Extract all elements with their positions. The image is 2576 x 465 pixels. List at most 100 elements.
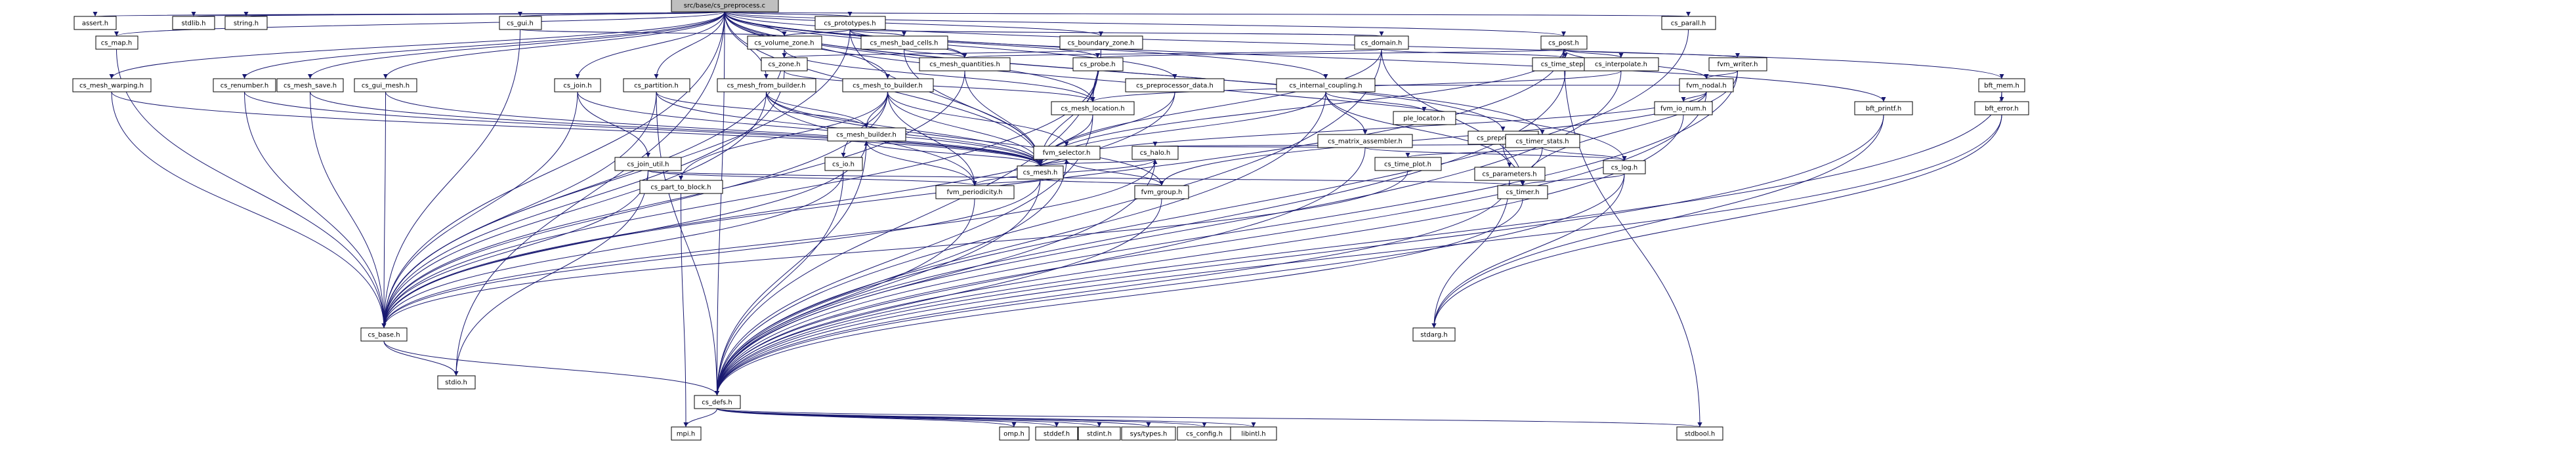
node-box: [1679, 78, 1734, 92]
node-fvm-io-num[interactable]: fvm_io_num.h: [1654, 101, 1713, 115]
node-cs-timer[interactable]: cs_timer.h: [1497, 185, 1548, 199]
edge-cs-prototypes-to-cs-mesh-bad-cells: [849, 29, 906, 37]
edge-cs-post-to-cs-interpolate: [1563, 49, 1624, 58]
edge-cs-internal-coupling-to-cs-parameters: [1325, 91, 1512, 168]
node-box: [1393, 111, 1456, 125]
node-cs-mesh-save[interactable]: cs_mesh_save.h: [276, 78, 344, 92]
edge-cs-mesh-to-builder-to-cs-part-to-block: [679, 91, 888, 181]
node-label: sys/types.h: [1130, 431, 1168, 438]
node-label: cs_mesh_bad_cells.h: [870, 40, 939, 47]
node-cs-log[interactable]: cs_log.h: [1603, 160, 1646, 174]
edge-root-to-cs-gui-mesh: [383, 11, 725, 79]
node-cs-defs[interactable]: cs_defs.h: [694, 395, 741, 409]
node-box: [671, 426, 702, 441]
node-cs-mesh[interactable]: cs_mesh.h: [1017, 165, 1064, 180]
node-cs-join-util[interactable]: cs_join_util.h: [614, 157, 682, 171]
node-cs-part-to-block[interactable]: cs_part_to_block.h: [639, 180, 723, 194]
node-cs-join[interactable]: cs_join.h: [554, 78, 601, 92]
edge-cs-base-to-stdio: [383, 340, 459, 376]
edge-cs-mesh-to-builder-to-cs-mesh-builder: [864, 91, 888, 129]
edge-cs-defs-to-stdint: [717, 408, 1102, 428]
node-label: fvm_nodal.h: [1686, 83, 1726, 90]
node-cs-post[interactable]: cs_post.h: [1540, 35, 1588, 50]
edge-cs-interpolate-to-cs-defs: [715, 70, 1622, 396]
node-cs-prototypes[interactable]: cs_prototypes.h: [814, 16, 886, 30]
edge-cs-post-to-cs-probe: [1095, 49, 1564, 58]
node-cs-domain[interactable]: cs_domain.h: [1354, 35, 1409, 50]
node-box: [1072, 57, 1124, 71]
node-cs-matrix-assembler[interactable]: cs_matrix_assembler.h: [1317, 134, 1413, 148]
node-label: cs_renumber.h: [221, 83, 268, 90]
node-fvm-selector[interactable]: fvm_selector.h: [1033, 146, 1101, 160]
node-cs-probe[interactable]: cs_probe.h: [1072, 57, 1124, 71]
node-cs-volume-zone[interactable]: cs_volume_zone.h: [747, 35, 822, 50]
node-cs-renumber[interactable]: cs_renumber.h: [213, 78, 276, 92]
node-label: cs_halo.h: [1140, 150, 1170, 157]
edge-root-to-cs-gui: [518, 11, 725, 17]
node-cs-partition[interactable]: cs_partition.h: [623, 78, 690, 92]
edge-root-to-cs-prototypes: [724, 11, 853, 17]
node-cs-timer-stats[interactable]: cs_timer_stats.h: [1505, 134, 1580, 148]
node-label: cs_internal_coupling.h: [1289, 83, 1362, 90]
node-box: [437, 375, 476, 390]
node-cs-mesh-bad-cells[interactable]: cs_mesh_bad_cells.h: [860, 35, 948, 50]
edge-cs-boundary-zone-to-cs-zone: [782, 49, 1101, 58]
edge-root-to-string: [245, 11, 725, 17]
node-bft-error[interactable]: bft_error.h: [1974, 101, 2029, 115]
edge-cs-defs-to-libintl: [717, 408, 1256, 428]
node-libintl: libintl.h: [1230, 426, 1277, 441]
node-box: [95, 35, 138, 50]
node-box: [639, 180, 723, 194]
edge-cs-log-to-stdarg: [1431, 173, 1625, 329]
edge-cs-halo-to-fvm-periodicity: [972, 159, 1156, 186]
node-fvm-nodal[interactable]: fvm_nodal.h: [1679, 78, 1734, 92]
node-fvm-periodicity[interactable]: fvm_periodicity.h: [935, 185, 1015, 199]
node-label: assert.h: [82, 20, 108, 28]
edge-bft-mem-to-cs-defs: [715, 91, 2002, 396]
node-cs-interpolate[interactable]: cs_interpolate.h: [1584, 57, 1659, 71]
node-label: cs_mesh_from_builder.h: [727, 83, 806, 90]
node-cs-base[interactable]: cs_base.h: [360, 327, 408, 342]
node-cs-gui[interactable]: cs_gui.h: [499, 16, 542, 30]
edge-cs-partition-to-cs-base: [381, 91, 657, 329]
node-box: [1035, 426, 1078, 441]
node-cs-mesh-location[interactable]: cs_mesh_location.h: [1051, 101, 1135, 115]
node-label: src/base/cs_preprocess.c: [684, 3, 765, 10]
node-fvm-writer[interactable]: fvm_writer.h: [1708, 57, 1767, 71]
node-bft-mem[interactable]: bft_mem.h: [1978, 78, 2025, 92]
node-cs-mesh-quantities[interactable]: cs_mesh_quantities.h: [919, 57, 1011, 71]
node-label: fvm_writer.h: [1717, 61, 1758, 68]
node-label: cs_time_plot.h: [1384, 161, 1431, 169]
node-cs-io[interactable]: cs_io.h: [824, 157, 863, 171]
node-fvm-group[interactable]: fvm_group.h: [1134, 185, 1189, 199]
node-cs-mesh-warping[interactable]: cs_mesh_warping.h: [72, 78, 152, 92]
node-bft-printf[interactable]: bft_printf.h: [1854, 101, 1913, 115]
node-box: [1676, 426, 1723, 441]
edge-fvm-periodicity-to-cs-defs: [715, 198, 975, 396]
node-cs-preprocessor-data[interactable]: cs_preprocessor_data.h: [1125, 78, 1225, 92]
node-cs-halo[interactable]: cs_halo.h: [1131, 146, 1179, 160]
edge-cs-zone-to-cs-base: [381, 70, 785, 329]
node-label: cs_gui_mesh.h: [362, 83, 410, 90]
edge-root-to-cs-mesh-warping: [109, 11, 725, 79]
node-cs-mesh-builder[interactable]: cs_mesh_builder.h: [827, 127, 906, 142]
node-cs-mesh-to-builder[interactable]: cs_mesh_to_builder.h: [842, 78, 934, 92]
node-cs-boundary-zone[interactable]: cs_boundary_zone.h: [1059, 35, 1143, 50]
edge-root-to-cs-mesh-save: [308, 11, 725, 79]
node-cs-time-plot[interactable]: cs_time_plot.h: [1374, 157, 1442, 171]
edge-fvm-group-to-cs-defs: [715, 198, 1162, 396]
edge-cs-mesh-save-to-cs-base: [310, 91, 387, 329]
node-cs-mesh-from-builder[interactable]: cs_mesh_from_builder.h: [717, 78, 816, 92]
node-cs-map[interactable]: cs_map.h: [95, 35, 138, 50]
node-cs-gui-mesh[interactable]: cs_gui_mesh.h: [354, 78, 417, 92]
edge-cs-time-plot-to-cs-base: [381, 170, 1408, 329]
node-cs-parall[interactable]: cs_parall.h: [1661, 16, 1716, 30]
node-cs-internal-coupling[interactable]: cs_internal_coupling.h: [1276, 78, 1376, 92]
node-cs-parameters[interactable]: cs_parameters.h: [1474, 167, 1546, 181]
node-box: [354, 78, 417, 92]
edge-cs-domain-to-cs-mesh-quantities: [963, 49, 1382, 58]
edge-cs-renumber-to-cs-base: [244, 91, 387, 329]
node-label: cs_parameters.h: [1482, 171, 1536, 178]
node-cs-zone[interactable]: cs_zone.h: [761, 57, 808, 71]
